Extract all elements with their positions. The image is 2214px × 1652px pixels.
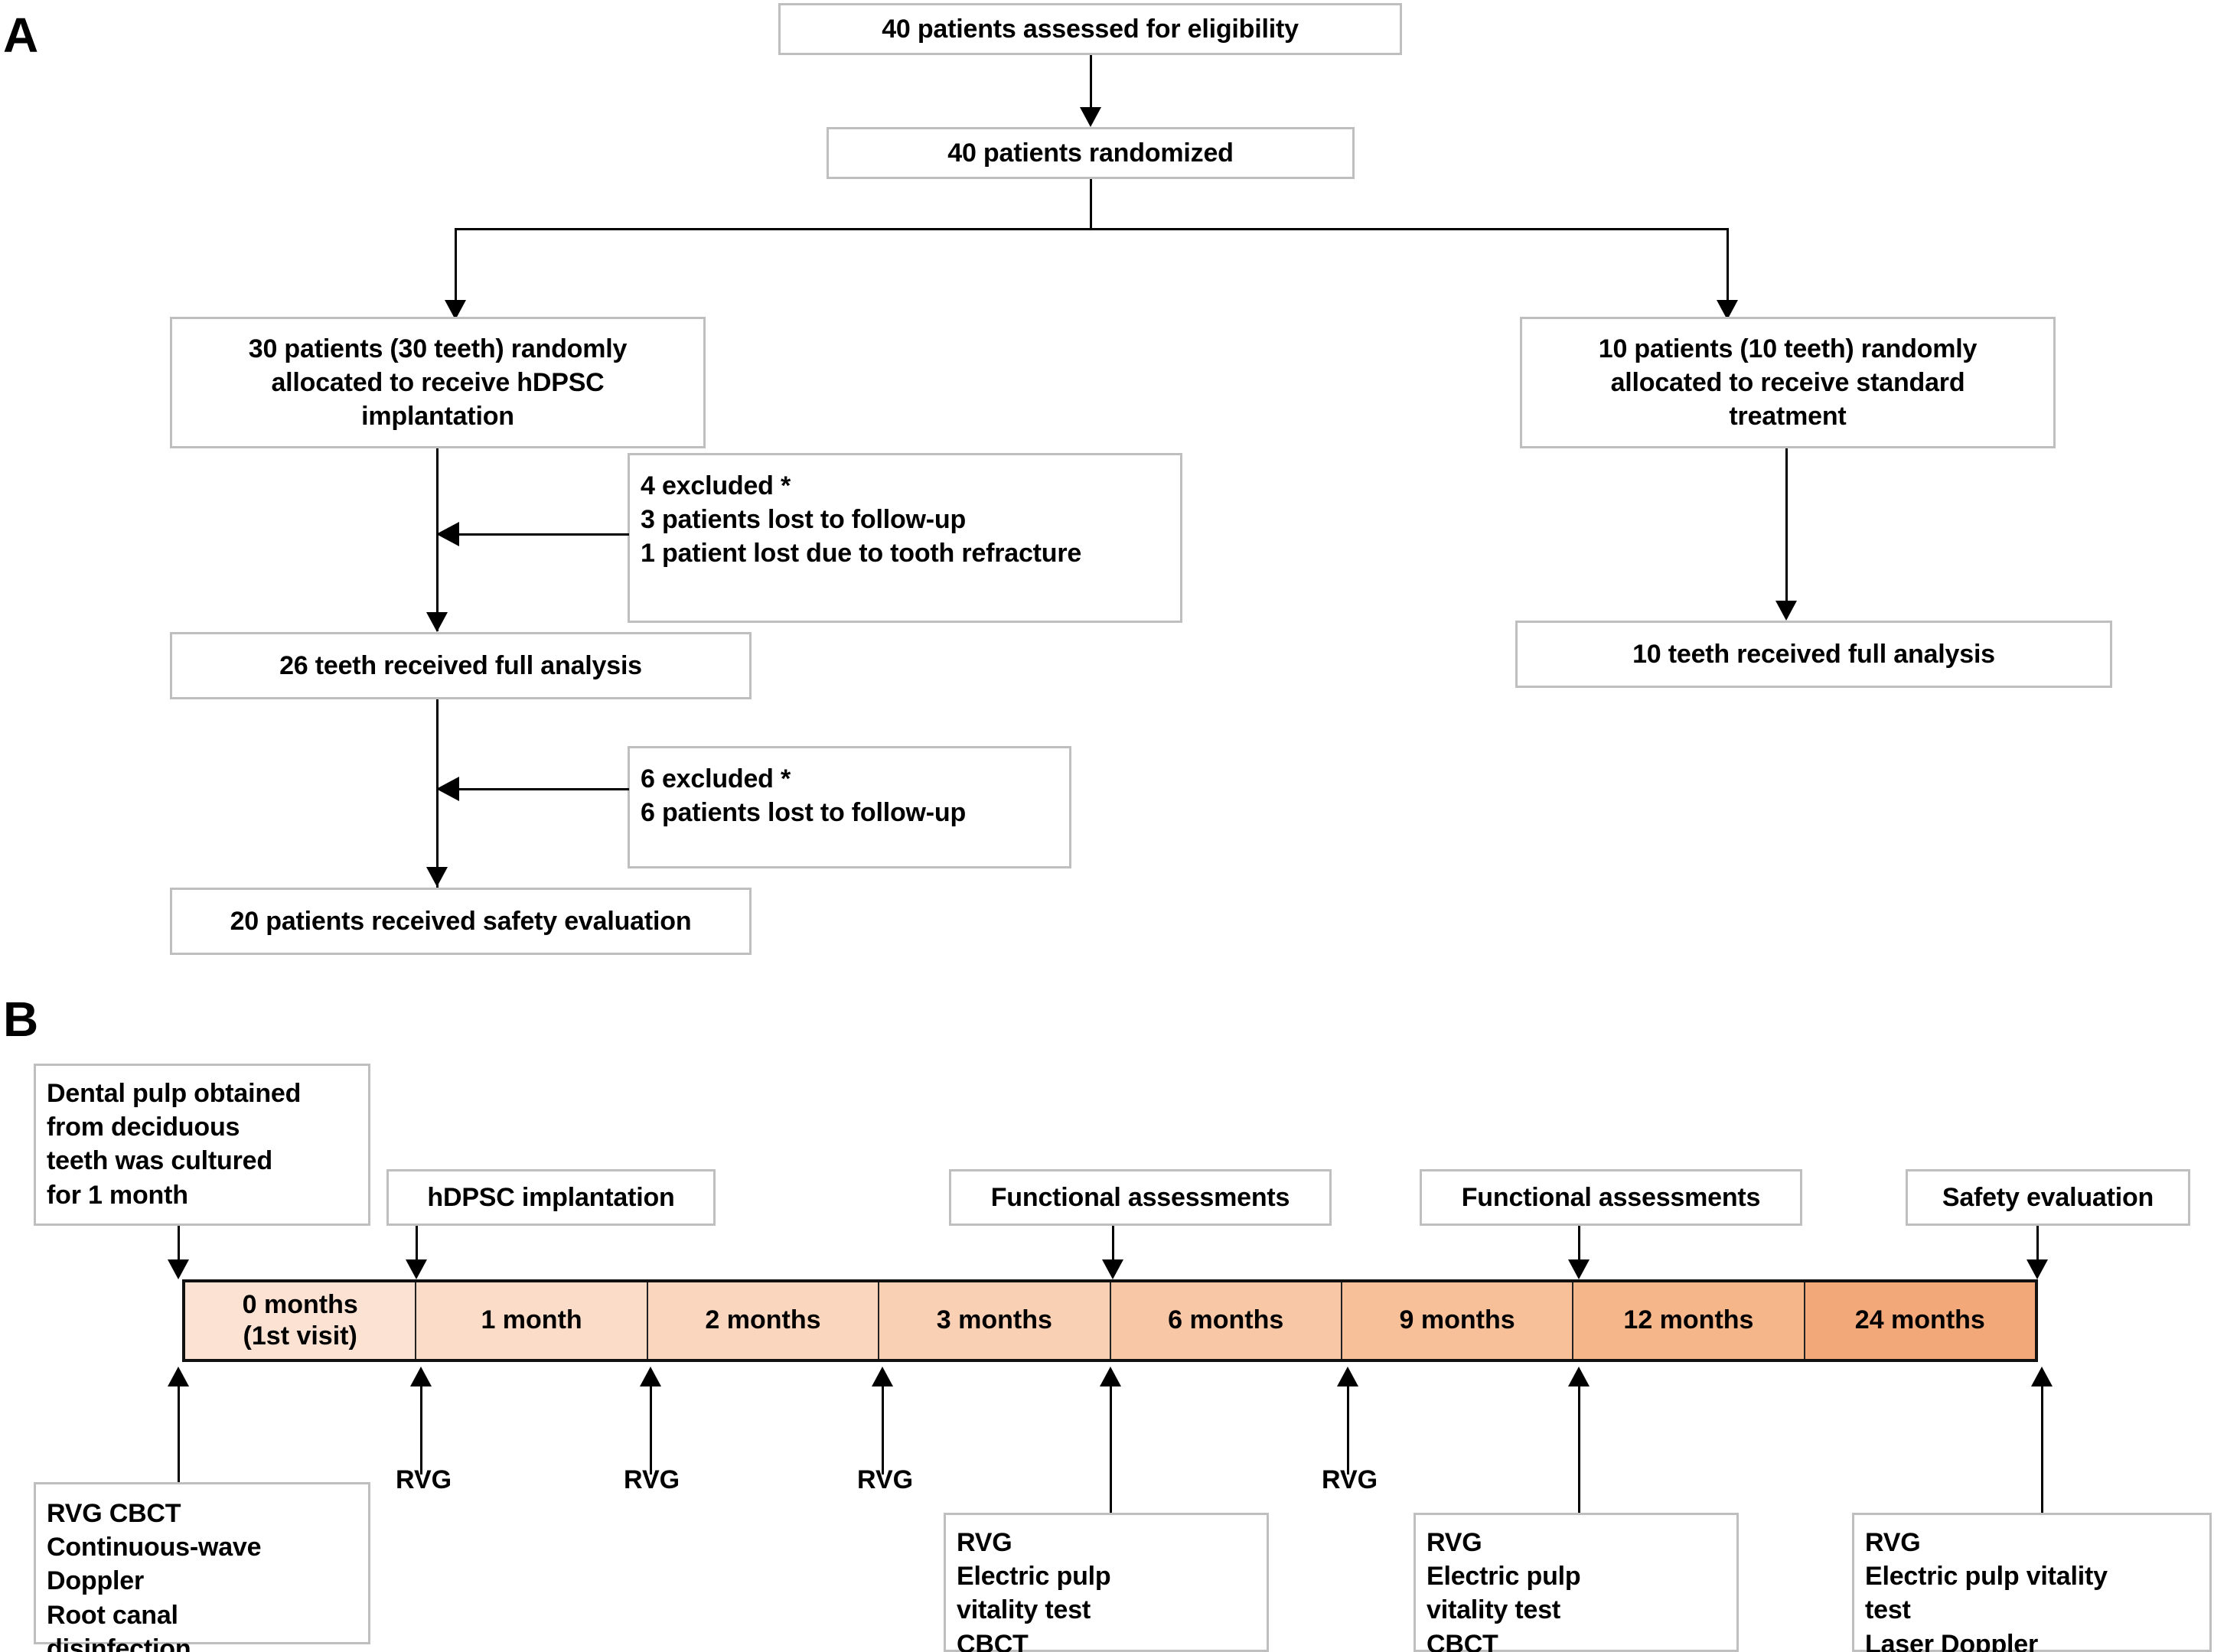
connector-split-horizontal xyxy=(455,228,1729,230)
box-safety-evaluation-24m-text: Safety evaluation xyxy=(1942,1182,2154,1212)
box-eligibility-text: 40 patients assessed for eligibility xyxy=(882,14,1299,44)
box-dental-pulp-culture-text: Dental pulp obtained from deciduous teet… xyxy=(47,1079,302,1210)
timeline-segment-3: 3 months xyxy=(879,1282,1111,1359)
arrowhead-visit-0-months xyxy=(168,1367,189,1386)
box-visit-3-months: RVG Electric pulp vitality test CBCT Las… xyxy=(944,1513,1269,1652)
arrowhead-rvg-2-months xyxy=(640,1367,661,1386)
box-analysis-standard: 10 teeth received full analysis xyxy=(1515,621,2112,688)
timeline-segment-4: 6 months xyxy=(1110,1282,1342,1359)
connector-dental-pulp-to-timeline xyxy=(178,1226,180,1273)
connector-fa9m-to-timeline xyxy=(1578,1226,1580,1273)
box-visit-0-months-text: RVG CBCT Continuous-wave Doppler Root ca… xyxy=(47,1499,262,1652)
box-visit-9-months-text: RVG Electric pulp vitality test CBCT Las… xyxy=(1427,1528,1581,1652)
box-visit-24-months: RVG Electric pulp vitality test Laser Do… xyxy=(1852,1513,2212,1652)
timeline-segment-2: 2 months xyxy=(647,1282,880,1359)
box-visit-3-months-text: RVG Electric pulp vitality test CBCT Las… xyxy=(957,1528,1111,1652)
connector-split-left xyxy=(455,228,457,312)
label-rvg-3-months: RVG xyxy=(857,1465,914,1494)
connector-split-right xyxy=(1727,228,1729,312)
arrowhead-analysis-right xyxy=(1775,601,1797,621)
box-analysis-standard-text: 10 teeth received full analysis xyxy=(1632,639,1995,669)
arrowhead-visit-3-months xyxy=(1100,1367,1121,1386)
arrowhead-analysis-left xyxy=(426,612,448,632)
box-hdpsc-implantation-text: hDPSC implantation xyxy=(427,1182,675,1212)
connector-hdpsc-to-timeline xyxy=(416,1226,418,1273)
box-excluded-second: 6 excluded * 6 patients lost to follow-u… xyxy=(628,746,1071,868)
box-randomized: 40 patients randomized xyxy=(827,127,1355,179)
box-allocation-standard: 10 patients (10 teeth) randomly allocate… xyxy=(1520,317,2056,448)
arrowhead-alloc-right xyxy=(1717,300,1738,320)
arrowhead-safety-evaluation-24m xyxy=(2027,1259,2048,1279)
box-randomized-text: 40 patients randomized xyxy=(947,138,1234,168)
connector-eligibility-randomized xyxy=(1090,55,1092,115)
connector-excluded-first-arrow xyxy=(459,533,629,536)
arrowhead-rvg-3-months-left xyxy=(872,1367,893,1386)
arrowhead-alloc-left xyxy=(445,300,466,320)
connector-visit9m-to-timeline xyxy=(1578,1386,1580,1513)
connector-rvg1m-to-timeline xyxy=(420,1386,422,1474)
box-eligibility: 40 patients assessed for eligibility xyxy=(778,3,1402,55)
box-functional-assessments-3m-text: Functional assessments xyxy=(990,1182,1290,1212)
connector-alloc-to-analysis-right xyxy=(1785,448,1788,618)
connector-visit3m-to-timeline xyxy=(1110,1386,1112,1513)
connector-rvg9m-to-timeline xyxy=(1347,1386,1349,1474)
box-analysis-hdpsc: 26 teeth received full analysis xyxy=(170,632,752,699)
arrowhead-excluded-first xyxy=(436,522,459,546)
box-functional-assessments-9m-text: Functional assessments xyxy=(1461,1182,1761,1212)
arrowhead-rvg-9-months-left xyxy=(1337,1367,1358,1386)
connector-safety24m-to-timeline xyxy=(2036,1226,2039,1273)
box-excluded-first-text: 4 excluded * 3 patients lost to follow-u… xyxy=(641,471,1082,569)
box-allocation-hdpsc-text: 30 patients (30 teeth) randomly allocate… xyxy=(248,334,628,432)
connector-fa3m-to-timeline xyxy=(1112,1226,1114,1273)
box-safety-evaluation-text: 20 patients received safety evaluation xyxy=(230,906,692,936)
box-allocation-hdpsc: 30 patients (30 teeth) randomly allocate… xyxy=(170,317,706,448)
box-allocation-standard-text: 10 patients (10 teeth) randomly allocate… xyxy=(1598,334,1978,432)
arrowhead-randomized xyxy=(1080,107,1101,127)
box-functional-assessments-9m: Functional assessments xyxy=(1420,1169,1802,1226)
timeline-segment-5: 9 months xyxy=(1342,1282,1574,1359)
arrowhead-dental-pulp xyxy=(168,1259,189,1279)
arrowhead-visit-24-months xyxy=(2031,1367,2053,1386)
box-analysis-hdpsc-text: 26 teeth received full analysis xyxy=(279,650,642,680)
arrowhead-rvg-1-month xyxy=(410,1367,432,1386)
arrowhead-hdpsc-implantation xyxy=(406,1259,427,1279)
timeline-segment-1: 1 month xyxy=(416,1282,648,1359)
connector-excluded-second-arrow xyxy=(459,788,629,790)
label-rvg-1-month: RVG xyxy=(396,1465,452,1494)
connector-visit0-to-timeline xyxy=(178,1386,180,1482)
arrowhead-visit-9-months xyxy=(1568,1367,1590,1386)
box-visit-0-months: RVG CBCT Continuous-wave Doppler Root ca… xyxy=(34,1482,370,1652)
connector-rvg3m-to-timeline xyxy=(882,1386,884,1474)
label-rvg-2-months: RVG xyxy=(624,1465,680,1494)
box-safety-evaluation: 20 patients received safety evaluation xyxy=(170,888,752,955)
box-functional-assessments-3m: Functional assessments xyxy=(949,1169,1332,1226)
timeline-segment-6: 12 months xyxy=(1573,1282,1805,1359)
box-excluded-second-text: 6 excluded * 6 patients lost to follow-u… xyxy=(641,764,967,828)
box-safety-evaluation-24m: Safety evaluation xyxy=(1906,1169,2190,1226)
arrowhead-functional-assessments-9m xyxy=(1568,1259,1590,1279)
label-rvg-9-months: RVG xyxy=(1322,1465,1378,1494)
arrowhead-safety xyxy=(426,867,448,887)
connector-randomized-split xyxy=(1090,179,1092,230)
panel-letter-b: B xyxy=(3,992,39,1047)
connector-rvg2m-to-timeline xyxy=(650,1386,652,1474)
arrowhead-functional-assessments-3m xyxy=(1102,1259,1123,1279)
timeline-segment-0: 0 months (1st visit) xyxy=(185,1282,417,1359)
box-visit-9-months: RVG Electric pulp vitality test CBCT Las… xyxy=(1414,1513,1739,1652)
box-visit-24-months-text: RVG Electric pulp vitality test Laser Do… xyxy=(1865,1528,2108,1652)
connector-visit24m-to-timeline xyxy=(2041,1386,2043,1513)
panel-letter-a: A xyxy=(3,8,39,63)
box-excluded-first: 4 excluded * 3 patients lost to follow-u… xyxy=(628,453,1182,623)
arrowhead-excluded-second xyxy=(436,777,459,801)
box-dental-pulp-culture: Dental pulp obtained from deciduous teet… xyxy=(34,1064,370,1226)
timeline-segment-7: 24 months xyxy=(1805,1282,2035,1359)
box-hdpsc-implantation: hDPSC implantation xyxy=(386,1169,716,1226)
